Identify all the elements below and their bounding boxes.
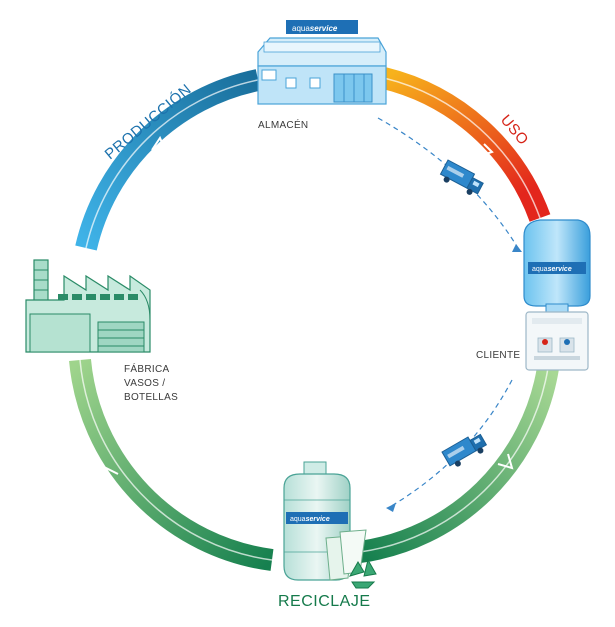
cycle-ring — [69, 67, 559, 571]
delivery-path-to-recycling — [387, 379, 513, 509]
factory-label-line1: FÁBRICA — [124, 362, 169, 375]
svg-text:aquaservice: aquaservice — [292, 24, 338, 33]
factory-label-line3: BOTELLAS — [124, 392, 178, 403]
warehouse-label: ALMACÉN — [258, 118, 308, 131]
arrow-chevron-icon — [151, 135, 167, 153]
arrow-chevron-icon — [497, 453, 514, 470]
use-arc — [381, 67, 551, 222]
brand-sign: aquaservice — [286, 20, 358, 34]
factory-label-line2: VASOS / — [124, 378, 165, 389]
warehouse-node: aquaservice ALMACÉN — [257, 20, 387, 131]
recycling-node: aquaservice — [283, 461, 377, 589]
recycling-arc-left — [69, 358, 274, 571]
delivery-truck-icon — [441, 433, 488, 467]
arrow-chevron-icon — [479, 143, 494, 157]
brand-sign — [286, 512, 348, 524]
svg-text:aquaservice: aquaservice — [532, 266, 572, 273]
warehouse-icon — [257, 37, 387, 105]
recycle-icon — [348, 558, 377, 589]
svg-text:aquaservice: aquaservice — [290, 516, 330, 523]
water-cooler-icon: aquaservice — [523, 219, 591, 371]
client-label: CLIENTE — [476, 350, 520, 361]
arrow-chevron-icon — [104, 466, 119, 483]
brand-sign — [528, 262, 586, 274]
delivery-truck-icon — [439, 159, 484, 195]
stage-label-recycling: RECICLAJE — [278, 593, 371, 610]
factory-icon — [25, 259, 151, 353]
factory-node: FÁBRICA VASOS / BOTELLAS — [25, 259, 178, 403]
